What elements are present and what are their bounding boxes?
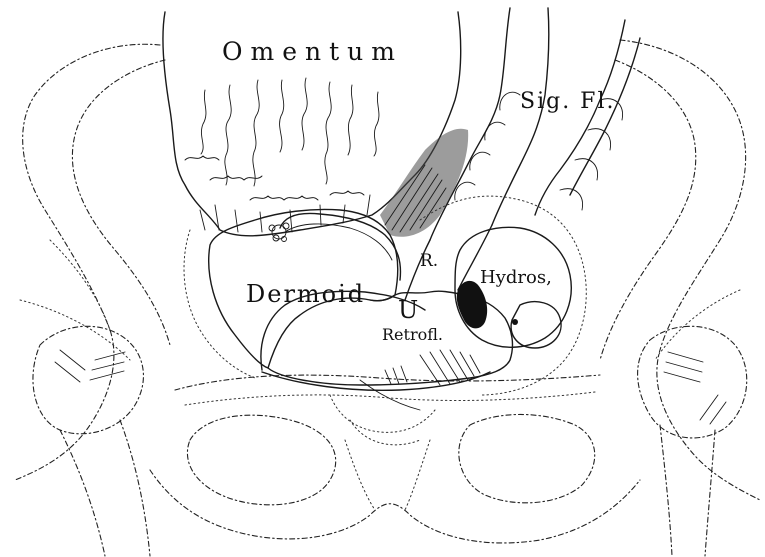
left-hip-socket xyxy=(33,326,143,434)
pelvis-bone xyxy=(15,40,760,556)
omentum-label: Omentum xyxy=(222,37,403,66)
uterus-label: U xyxy=(398,296,418,324)
left-obturator-foramen xyxy=(187,415,335,505)
left-femur xyxy=(60,430,105,556)
right-obturator-foramen xyxy=(459,414,595,502)
omentum-folds xyxy=(201,78,379,186)
retroflexion-label: Retrofl. xyxy=(382,325,443,344)
sigmoid-label: Sig. Fl. xyxy=(520,89,615,114)
shaded-pouch xyxy=(380,129,468,237)
dermoid-cyst: Dermoid xyxy=(209,209,401,368)
right-hip-socket xyxy=(638,326,747,438)
dermoid-label: Dermoid xyxy=(246,280,365,308)
ovary-lobule xyxy=(511,302,561,348)
sigmoid-inner-wall xyxy=(492,8,549,225)
right-iliac-crest xyxy=(620,40,760,500)
right-femur xyxy=(660,425,672,556)
peritoneal-outline xyxy=(420,196,586,395)
left-iliac-crest xyxy=(15,44,160,480)
rectum-label: R. xyxy=(420,251,438,271)
hydrosalpinx: Hydros, xyxy=(455,227,571,348)
pubic-arch xyxy=(150,470,640,543)
hydros-label: Hydros, xyxy=(480,267,552,288)
left-iliac-inner xyxy=(72,60,170,345)
fimbriae xyxy=(269,223,289,242)
